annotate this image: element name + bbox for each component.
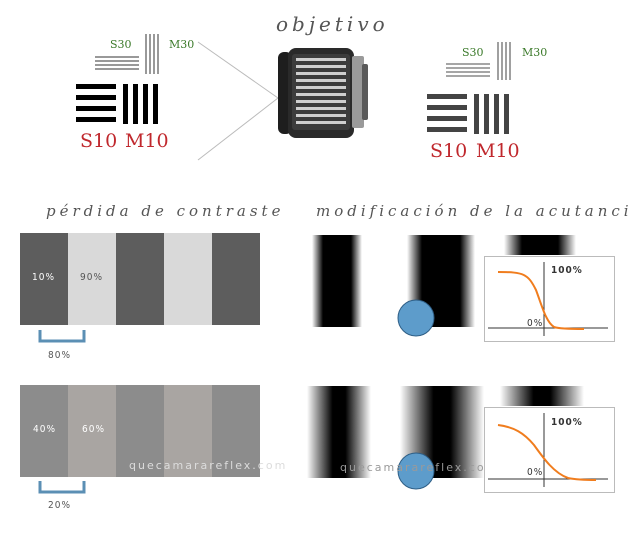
stripe bbox=[20, 385, 68, 477]
m10-label: M10 bbox=[125, 130, 169, 152]
stripe bbox=[68, 233, 116, 325]
difference-20: 20% bbox=[48, 500, 71, 511]
bracket-low bbox=[38, 481, 86, 494]
contrast-strip-high bbox=[20, 233, 260, 325]
stripe bbox=[164, 233, 212, 325]
graph1-low: 0% bbox=[527, 318, 544, 329]
difference-80: 80% bbox=[48, 350, 71, 361]
stripe bbox=[212, 233, 260, 325]
soft-edge-curve bbox=[488, 413, 608, 487]
blurred-fine-bars bbox=[446, 42, 511, 80]
stripe bbox=[116, 385, 164, 477]
s30-label: S30 bbox=[110, 38, 132, 51]
soft-bar bbox=[307, 386, 371, 478]
sharp-bar bbox=[312, 235, 362, 327]
label-10: 10% bbox=[32, 272, 55, 283]
lens-title: objetivo bbox=[276, 12, 389, 36]
s10-label-blurred: S10 bbox=[430, 140, 468, 162]
graph2-low: 0% bbox=[527, 467, 544, 478]
sharp-edge-curve bbox=[488, 262, 608, 336]
stripe bbox=[164, 385, 212, 477]
magnifier-circle bbox=[397, 299, 435, 337]
stripe bbox=[68, 385, 116, 477]
m30-label-blurred: M30 bbox=[522, 46, 548, 59]
bracket-high bbox=[38, 330, 86, 343]
contrast-title: pérdida de contraste bbox=[46, 202, 285, 220]
label-90: 90% bbox=[80, 272, 103, 283]
stripe bbox=[212, 385, 260, 477]
sharp-bar-top bbox=[504, 235, 576, 255]
s10-label: S10 bbox=[80, 130, 118, 152]
acutance-title: modificación de la acutancia bbox=[316, 202, 630, 220]
magnifier-circle bbox=[397, 452, 435, 490]
m10-label-blurred: M10 bbox=[476, 140, 520, 162]
label-40: 40% bbox=[33, 424, 56, 435]
soft-bar-top bbox=[500, 386, 584, 406]
blurred-coarse-bars bbox=[427, 94, 509, 134]
lens-icon bbox=[278, 48, 368, 138]
stripe bbox=[116, 233, 164, 325]
sharp-coarse-bars bbox=[76, 84, 158, 124]
label-60: 60% bbox=[82, 424, 105, 435]
s30-label-blurred: S30 bbox=[462, 46, 484, 59]
graph1-high: 100% bbox=[551, 265, 583, 276]
m30-label: M30 bbox=[169, 38, 195, 51]
stripe bbox=[20, 233, 68, 325]
watermark-acutance: quecamarareflex.com bbox=[340, 461, 499, 474]
graph2-high: 100% bbox=[551, 417, 583, 428]
watermark: quecamarareflex.com bbox=[129, 459, 288, 472]
contrast-strip-low bbox=[20, 385, 260, 477]
sharp-fine-bars bbox=[95, 34, 159, 74]
